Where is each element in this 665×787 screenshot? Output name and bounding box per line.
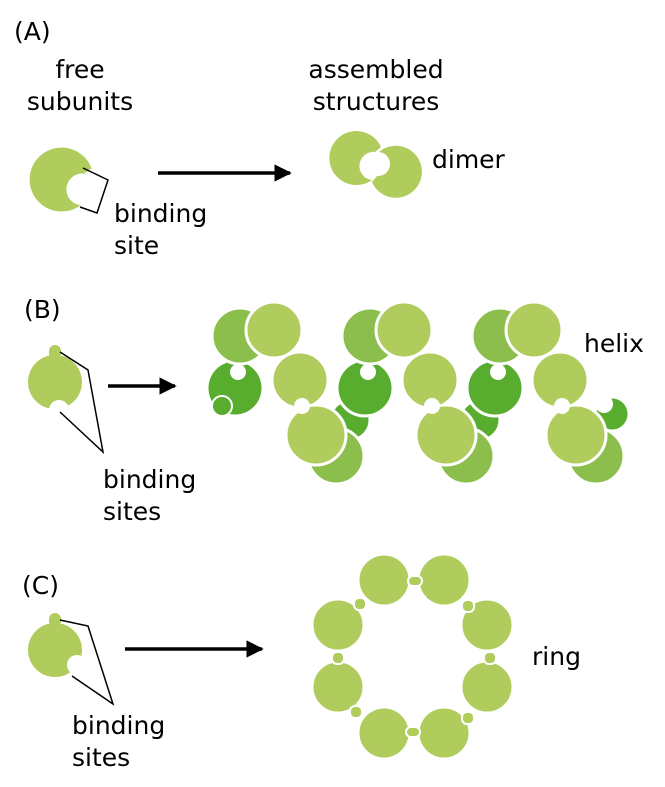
ring-label: ring bbox=[532, 642, 581, 671]
helix-turn-2 bbox=[335, 300, 502, 486]
panel-b-label: (B) bbox=[24, 295, 61, 324]
dimer bbox=[329, 131, 422, 198]
panel-c-label: (C) bbox=[22, 571, 59, 600]
binding-sites-b-label-line2: sites bbox=[103, 497, 161, 526]
binding-sites-c-label-line2: sites bbox=[72, 743, 130, 772]
binding-site-bracket bbox=[79, 167, 109, 214]
binding-sites-c-label-line1: binding bbox=[72, 711, 165, 740]
free-subunit-a bbox=[29, 147, 92, 212]
binding-site-label-line2: site bbox=[114, 231, 159, 260]
ring bbox=[310, 552, 515, 761]
helix-label: helix bbox=[584, 329, 644, 358]
dimer-subunit-bottom bbox=[372, 145, 422, 198]
binding-sites-pointer-c bbox=[59, 619, 115, 706]
helix bbox=[205, 300, 631, 486]
assembled-structures-label-line2: structures bbox=[313, 87, 439, 116]
dimer-label: dimer bbox=[432, 145, 506, 174]
free-subunit-c bbox=[28, 613, 87, 677]
helix-turn-1 bbox=[205, 300, 372, 486]
binding-site-label-line1: binding bbox=[114, 199, 207, 228]
panel-b: (B) binding sites bbox=[24, 295, 644, 526]
free-subunit-b bbox=[28, 345, 82, 420]
dimer-subunit-top bbox=[329, 131, 381, 186]
helix-turn-3 bbox=[465, 300, 631, 486]
assembled-structures-label-line1: assembled bbox=[308, 55, 443, 84]
free-subunits-label-line2: subunits bbox=[27, 87, 133, 116]
panel-c: (C) binding sites bbox=[22, 552, 581, 772]
panel-a-label: (A) bbox=[14, 17, 51, 46]
free-subunits-label-line1: free bbox=[55, 55, 104, 84]
panel-a: (A) free subunits assembled structures b… bbox=[14, 17, 506, 260]
binding-sites-b-label-line1: binding bbox=[103, 465, 196, 494]
binding-sites-pointer-b bbox=[59, 351, 105, 455]
